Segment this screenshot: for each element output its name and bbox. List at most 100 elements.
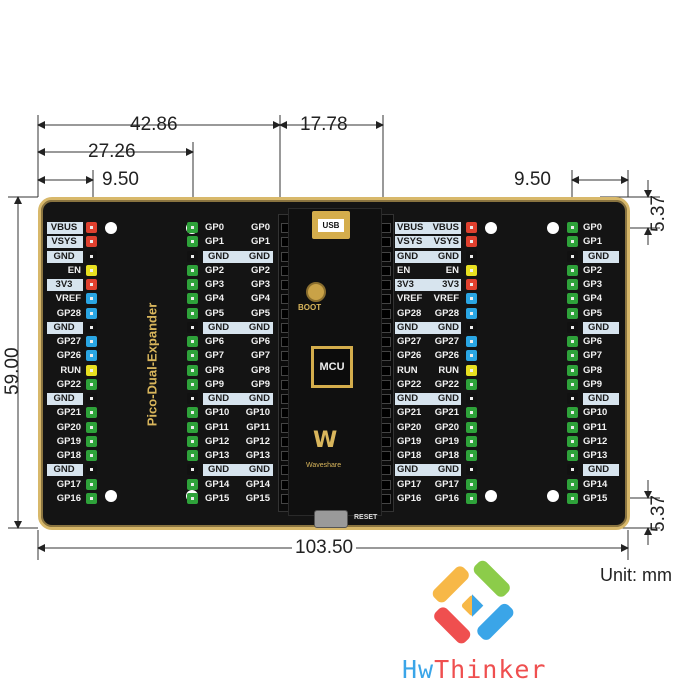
pin-header-left[interactable] — [86, 321, 97, 333]
pin-header-gp-left[interactable] — [187, 464, 198, 476]
pin-header-gp-left[interactable] — [187, 378, 198, 390]
pin-header-gp-left[interactable] — [187, 222, 198, 233]
pin-header-left[interactable] — [86, 350, 97, 362]
pin-header-left[interactable] — [86, 279, 97, 290]
header-socket — [381, 451, 391, 461]
pin-header-right-inner[interactable] — [466, 393, 477, 404]
pin-header-left[interactable] — [86, 378, 97, 390]
pin-header-gp-right[interactable] — [567, 293, 578, 305]
pin-label-gp-right: GP8 — [583, 364, 603, 376]
pin-header-gp-right[interactable] — [567, 321, 578, 333]
pin-header-gp-left[interactable] — [187, 421, 198, 433]
pin-header-gp-left[interactable] — [187, 364, 198, 376]
pin-header-gp-right[interactable] — [567, 478, 578, 490]
pin-header-gp-left[interactable] — [187, 393, 198, 404]
pin-header-gp-left[interactable] — [187, 250, 198, 262]
pin-header-gp-left[interactable] — [187, 264, 198, 276]
pin-header-left[interactable] — [86, 264, 97, 276]
label-box — [47, 393, 83, 405]
pin-header-gp-right[interactable] — [567, 450, 578, 461]
pin-header-right-inner[interactable] — [466, 364, 477, 376]
pin-label-pico-right-a: GP26 — [397, 350, 422, 362]
pin-header-right-inner[interactable] — [466, 222, 477, 233]
pin-header-gp-right[interactable] — [567, 236, 578, 248]
waveshare-logo-icon: W — [313, 428, 338, 453]
pin-header-gp-left[interactable] — [187, 321, 198, 333]
pin-header-right-inner[interactable] — [466, 421, 477, 433]
pin-header-left[interactable] — [86, 421, 97, 433]
pin-header-right-inner[interactable] — [466, 450, 477, 461]
pin-header-gp-right[interactable] — [567, 264, 578, 276]
pin-header-gp-left[interactable] — [187, 407, 198, 419]
pin-header-gp-left[interactable] — [187, 450, 198, 461]
pin-header-gp-left[interactable] — [187, 279, 198, 290]
pin-header-gp-left[interactable] — [187, 307, 198, 319]
label-box — [395, 236, 461, 249]
pin-header-right-inner[interactable] — [466, 250, 477, 262]
pin-label-pico-right-a: GP21 — [397, 407, 422, 419]
label-box — [395, 222, 461, 234]
pin-header-gp-right[interactable] — [567, 222, 578, 233]
pin-header-left[interactable] — [86, 435, 97, 447]
pin-header-right-inner[interactable] — [466, 435, 477, 447]
pin-header-gp-left[interactable] — [187, 293, 198, 305]
pin-header-left[interactable] — [86, 464, 97, 476]
pin-header-gp-right[interactable] — [567, 279, 578, 290]
pin-header-right-inner[interactable] — [466, 279, 477, 290]
pin-header-left[interactable] — [86, 336, 97, 347]
pin-header-right-inner[interactable] — [466, 478, 477, 490]
pin-header-gp-right[interactable] — [567, 364, 578, 376]
pin-label-left-outer: RUN — [60, 364, 81, 376]
pin-header-left[interactable] — [86, 250, 97, 262]
pin-header-right-inner[interactable] — [466, 378, 477, 390]
pin-label-pico-right-b: GND — [437, 464, 459, 476]
pin-header-right-inner[interactable] — [466, 236, 477, 248]
pin-header-left[interactable] — [86, 222, 97, 233]
pin-label-pico-right-b: VREF — [433, 293, 459, 305]
boot-button[interactable] — [306, 282, 326, 302]
pin-header-gp-left[interactable] — [187, 236, 198, 248]
pin-header-gp-left[interactable] — [187, 336, 198, 347]
pin-header-gp-right[interactable] — [567, 307, 578, 319]
pin-header-left[interactable] — [86, 478, 97, 490]
pin-header-gp-right[interactable] — [567, 421, 578, 433]
pin-label-gp-a: GP0 — [205, 222, 225, 233]
pin-header-left[interactable] — [86, 293, 97, 305]
pin-header-right-inner[interactable] — [466, 464, 477, 476]
pin-header-right-inner[interactable] — [466, 293, 477, 305]
pin-header-gp-right[interactable] — [567, 336, 578, 347]
pin-header-right-inner[interactable] — [466, 336, 477, 347]
pin-header-right-inner[interactable] — [466, 321, 477, 333]
pin-header-gp-left[interactable] — [187, 478, 198, 490]
pin-header-right-inner[interactable] — [466, 407, 477, 419]
pin-header-gp-right[interactable] — [567, 492, 578, 504]
pin-header-right-inner[interactable] — [466, 350, 477, 362]
pin-header-gp-left[interactable] — [187, 435, 198, 447]
pin-header-left[interactable] — [86, 450, 97, 461]
pin-label-left-outer: GP19 — [56, 435, 81, 447]
pin-label-gp-a: GP6 — [205, 336, 225, 347]
pin-header-left[interactable] — [86, 236, 97, 248]
pin-header-right-inner[interactable] — [466, 264, 477, 276]
pin-label-pico-right-a: VREF — [397, 293, 423, 305]
pin-header-gp-right[interactable] — [567, 393, 578, 404]
pin-header-gp-right[interactable] — [567, 250, 578, 262]
pin-header-left[interactable] — [86, 393, 97, 404]
pin-header-gp-left[interactable] — [187, 492, 198, 504]
pin-header-left[interactable] — [86, 407, 97, 419]
pin-header-gp-right[interactable] — [567, 378, 578, 390]
pin-label-pico-right-b: GP16 — [434, 492, 459, 504]
pin-label-left-outer: GP21 — [56, 407, 81, 419]
pin-label-gp-a: GND — [208, 321, 230, 333]
pin-header-gp-right[interactable] — [567, 464, 578, 476]
pin-header-gp-right[interactable] — [567, 350, 578, 362]
pin-label-gp-right: GP4 — [583, 293, 603, 305]
pin-header-left[interactable] — [86, 364, 97, 376]
pin-header-left[interactable] — [86, 492, 97, 504]
pin-header-left[interactable] — [86, 307, 97, 319]
pin-header-right-inner[interactable] — [466, 307, 477, 319]
pin-header-gp-left[interactable] — [187, 350, 198, 362]
pin-header-right-inner[interactable] — [466, 492, 477, 504]
pin-header-gp-right[interactable] — [567, 435, 578, 447]
pin-header-gp-right[interactable] — [567, 407, 578, 419]
